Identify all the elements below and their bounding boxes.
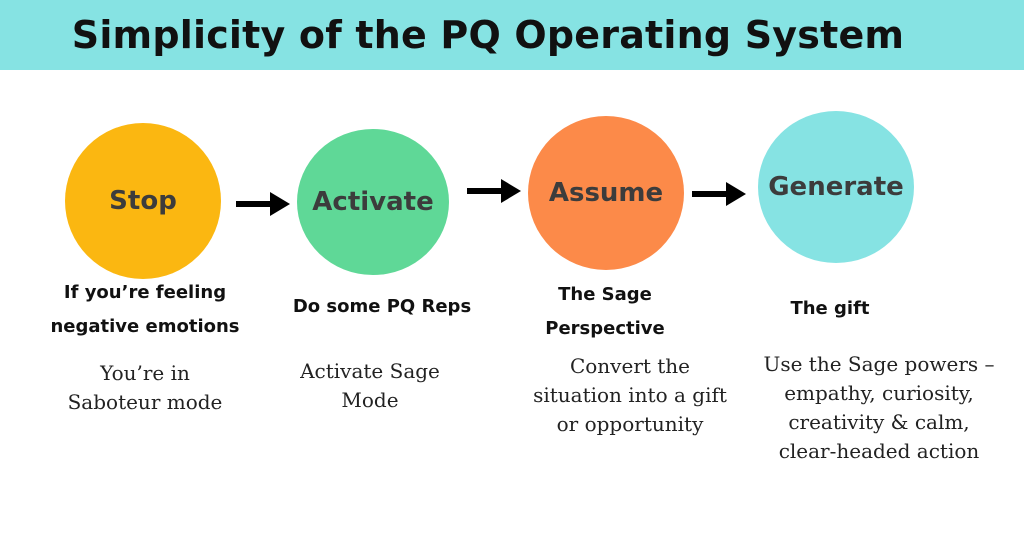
page-title: Simplicity of the PQ Operating System xyxy=(71,13,905,57)
assume-circle: Assume xyxy=(528,116,684,270)
description-line: empathy, curiosity, xyxy=(784,381,974,405)
heading-line: Do some PQ Reps xyxy=(292,296,472,317)
activate-label: Activate xyxy=(312,187,434,217)
stop-circle: Stop xyxy=(65,123,221,279)
stop-heading: If you’re feeling negative emotions xyxy=(30,276,260,344)
heading-line: The gift xyxy=(790,298,870,319)
heading-line: negative emotions xyxy=(50,316,240,337)
assume-description: Convert the situation into a gift or opp… xyxy=(506,352,754,439)
generate-circle: Generate xyxy=(758,111,914,263)
heading-line: Perspective xyxy=(545,318,665,339)
description-line: You’re in xyxy=(100,361,190,385)
description-line: clear-headed action xyxy=(778,439,980,463)
generate-label: Generate xyxy=(768,172,904,202)
generate-heading: The gift xyxy=(760,292,900,326)
description-line: Convert the xyxy=(569,354,691,378)
assume-heading: The Sage Perspective xyxy=(530,278,680,346)
arrow-icon xyxy=(467,179,521,203)
arrow-icon xyxy=(692,182,746,206)
description-line: Saboteur mode xyxy=(67,390,223,414)
activate-heading: Do some PQ Reps xyxy=(270,290,494,324)
heading-line: If you’re feeling xyxy=(63,282,227,303)
description-line: creativity & calm, xyxy=(788,410,970,434)
title-banner: Simplicity of the PQ Operating System xyxy=(0,0,1024,70)
assume-label: Assume xyxy=(548,178,664,208)
description-line: or opportunity xyxy=(556,412,704,436)
activate-description: Activate Sage Mode xyxy=(270,357,470,415)
description-line: Activate Sage xyxy=(300,359,440,383)
activate-circle: Activate xyxy=(297,129,449,275)
description-line: Use the Sage powers – xyxy=(763,352,995,376)
stop-description: You’re in Saboteur mode xyxy=(40,359,250,417)
description-line: Mode xyxy=(341,388,399,412)
heading-line: The Sage xyxy=(558,284,652,305)
generate-description: Use the Sage powers – empathy, curiosity… xyxy=(740,350,1018,466)
description-line: situation into a gift xyxy=(533,383,727,407)
arrow-icon xyxy=(236,192,290,216)
stop-label: Stop xyxy=(109,186,177,216)
